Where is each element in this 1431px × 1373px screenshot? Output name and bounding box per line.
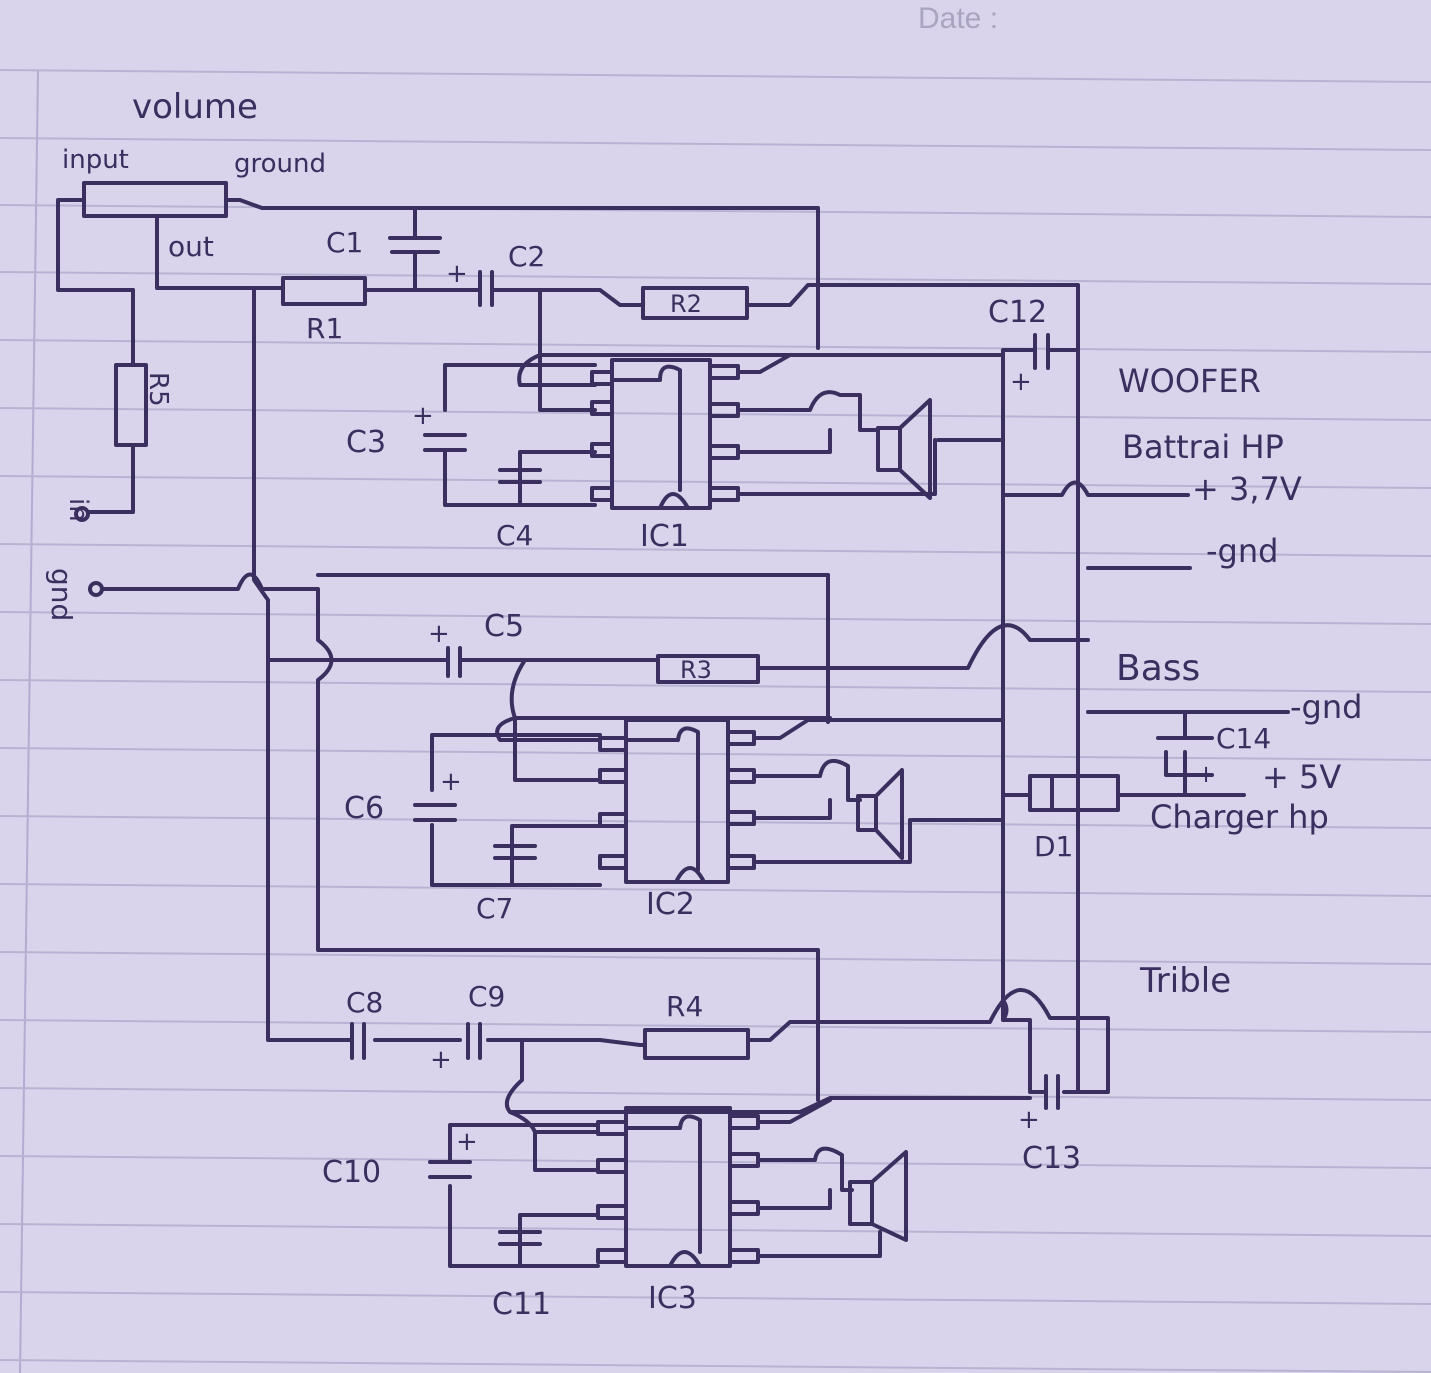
c12-label: C12 (988, 295, 1047, 330)
plus-c6: + (440, 767, 462, 797)
stage-woofer (281, 206, 1080, 1092)
volume-label: volume (132, 87, 258, 127)
ruled-lines (0, 69, 1431, 1373)
c8-label: C8 (346, 986, 383, 1019)
r1-label: R1 (306, 312, 343, 345)
c13-label: C13 (1022, 1141, 1081, 1176)
woofer-label: WOOFER (1118, 362, 1261, 400)
minus-gnd-label-1: -gnd (1206, 532, 1278, 570)
volume-pot (56, 181, 820, 514)
d1-label: D1 (1034, 830, 1073, 863)
charger-hp-label: Charger hp (1150, 798, 1329, 836)
c1-label: C1 (326, 226, 363, 259)
c7-label: C7 (476, 892, 513, 925)
plus-3-7v-label: + 3,7V (1192, 470, 1302, 508)
c9-label: C9 (468, 980, 505, 1013)
date-label: Date : (918, 2, 998, 35)
out-label: out (168, 230, 214, 263)
plus-c3: + (412, 401, 434, 431)
plus-c12: + (1010, 367, 1032, 397)
bass-label: Bass (1116, 648, 1200, 689)
c14-label: C14 (1216, 722, 1271, 755)
plus-c2: + (446, 259, 468, 289)
c11-label: C11 (492, 1287, 551, 1322)
plus-c5: + (428, 619, 450, 649)
stage-bass (266, 573, 1290, 887)
gnd-terminal-label: gnd (45, 568, 78, 621)
r2-label: R2 (670, 290, 702, 318)
in-terminal-label: in (63, 498, 93, 522)
ground-label: ground (234, 149, 326, 179)
c4-label: C4 (496, 519, 533, 552)
plus-c13: + (1018, 1105, 1040, 1135)
stage-treble (350, 988, 1110, 1268)
c10-label: C10 (322, 1155, 381, 1190)
minus-gnd-label-2: -gnd (1290, 688, 1362, 726)
treble-label: Trible (1139, 961, 1231, 1001)
r3-label: R3 (680, 656, 712, 684)
plus-5v-label: + 5V (1262, 758, 1341, 796)
ic3-label: IC3 (648, 1281, 697, 1316)
plus-c9: + (430, 1045, 452, 1075)
r5-label: R5 (143, 372, 173, 407)
r4-label: R4 (666, 990, 703, 1023)
input-label: input (62, 145, 129, 175)
c6-label: C6 (344, 791, 384, 826)
c3-label: C3 (346, 425, 386, 460)
c5-label: C5 (484, 609, 524, 644)
plus-c14: + (1196, 760, 1216, 788)
ic1-label: IC1 (640, 519, 689, 554)
c2-label: C2 (508, 240, 545, 273)
plus-c10: + (456, 1127, 478, 1157)
battery-hp-label: Battrai HP (1122, 428, 1284, 466)
ic2-label: IC2 (646, 887, 695, 922)
